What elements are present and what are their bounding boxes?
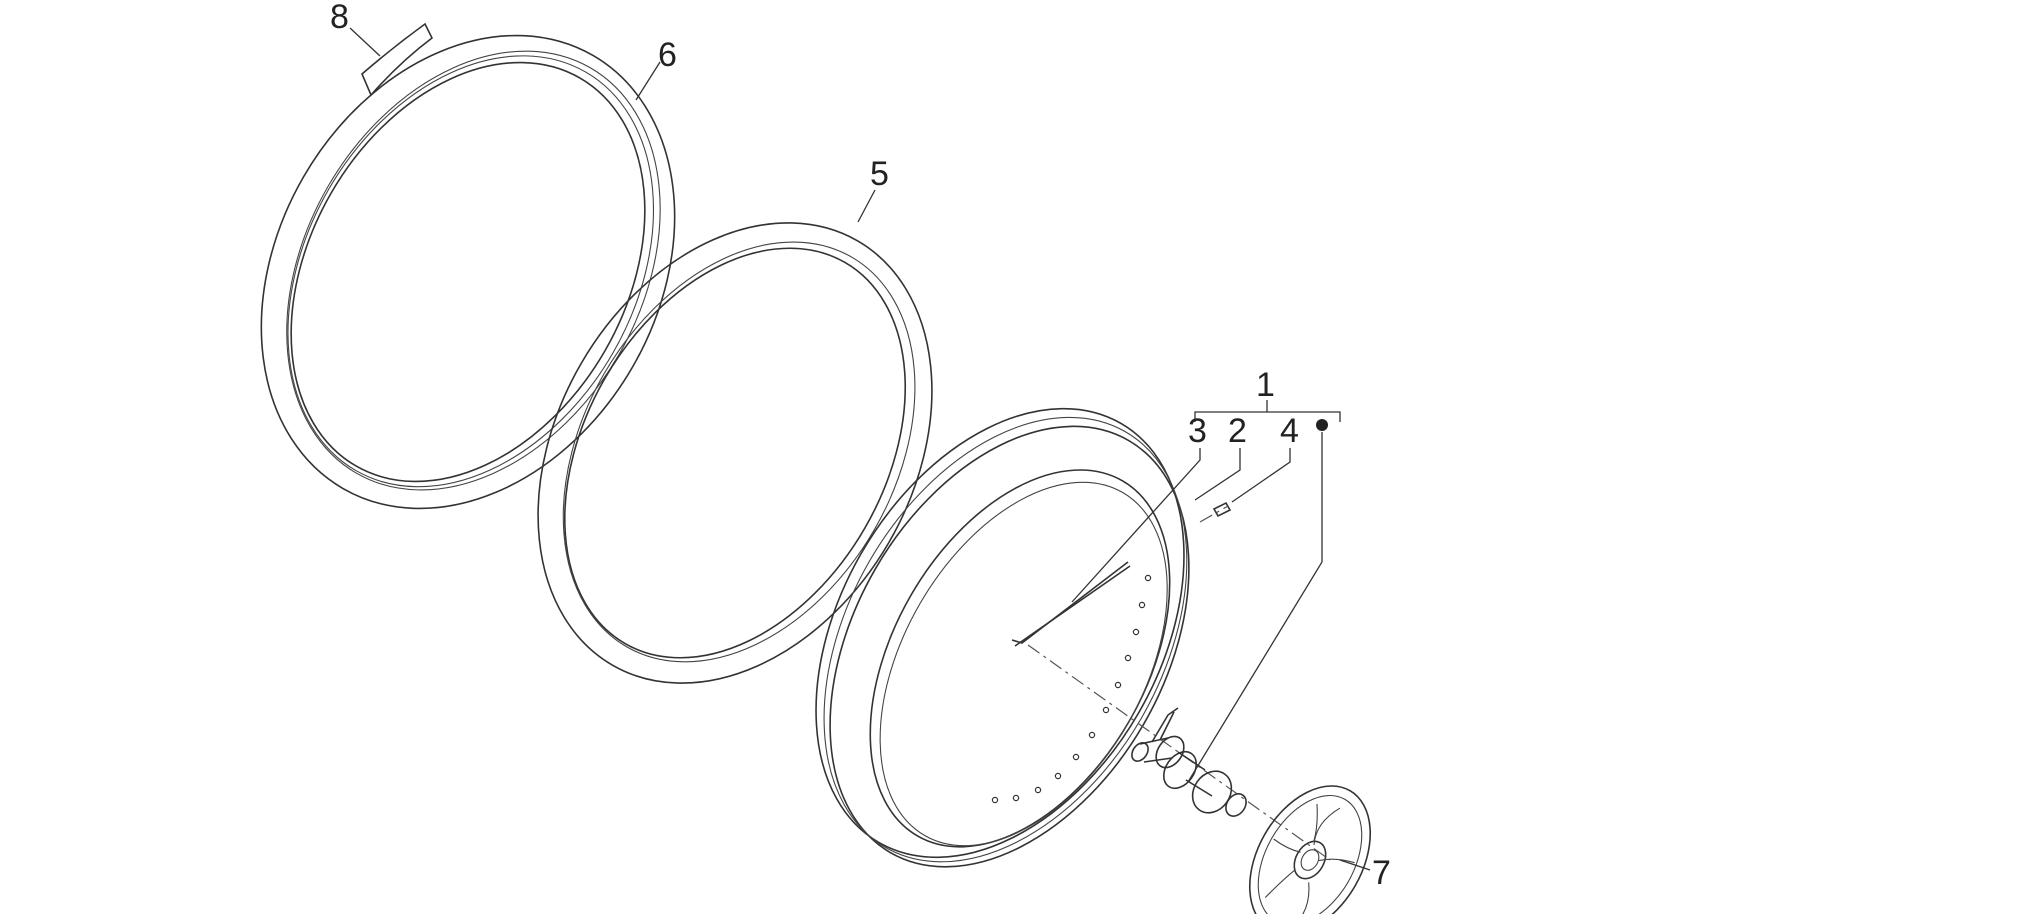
bullet-icon xyxy=(1316,419,1328,431)
callout-7: 7 xyxy=(1372,854,1391,892)
callout-4: 4 xyxy=(1280,412,1299,450)
valve-centerline xyxy=(1199,505,1229,523)
spoke-holes xyxy=(991,574,1152,804)
part-4-valve xyxy=(1212,501,1232,518)
leader-4 xyxy=(1231,448,1291,503)
leader-2 xyxy=(1194,448,1241,501)
callout-1: 1 xyxy=(1256,366,1275,404)
part-5-inner-tube xyxy=(537,222,933,684)
callout-6: 6 xyxy=(658,36,677,74)
leader-3 xyxy=(1071,448,1201,603)
leader-8 xyxy=(349,27,381,57)
assembly-bracket-1 xyxy=(1194,400,1341,422)
leader-bullet xyxy=(1187,432,1323,783)
part-1-rim-assembly xyxy=(815,407,1190,868)
part-7-brake-disc xyxy=(1248,785,1372,914)
leader-5 xyxy=(857,189,876,223)
callout-2: 2 xyxy=(1228,412,1247,450)
part-8-rim-tape-segment xyxy=(361,22,434,97)
leader-6 xyxy=(635,61,661,101)
callout-5: 5 xyxy=(870,155,889,193)
callout-8: 8 xyxy=(330,0,349,36)
callout-3: 3 xyxy=(1188,412,1207,450)
part-6-tyre xyxy=(260,34,676,510)
axle-centerline xyxy=(1027,644,1331,861)
part-3-spoke xyxy=(1011,561,1131,647)
leader-7 xyxy=(1339,859,1371,871)
hub xyxy=(1131,707,1247,817)
